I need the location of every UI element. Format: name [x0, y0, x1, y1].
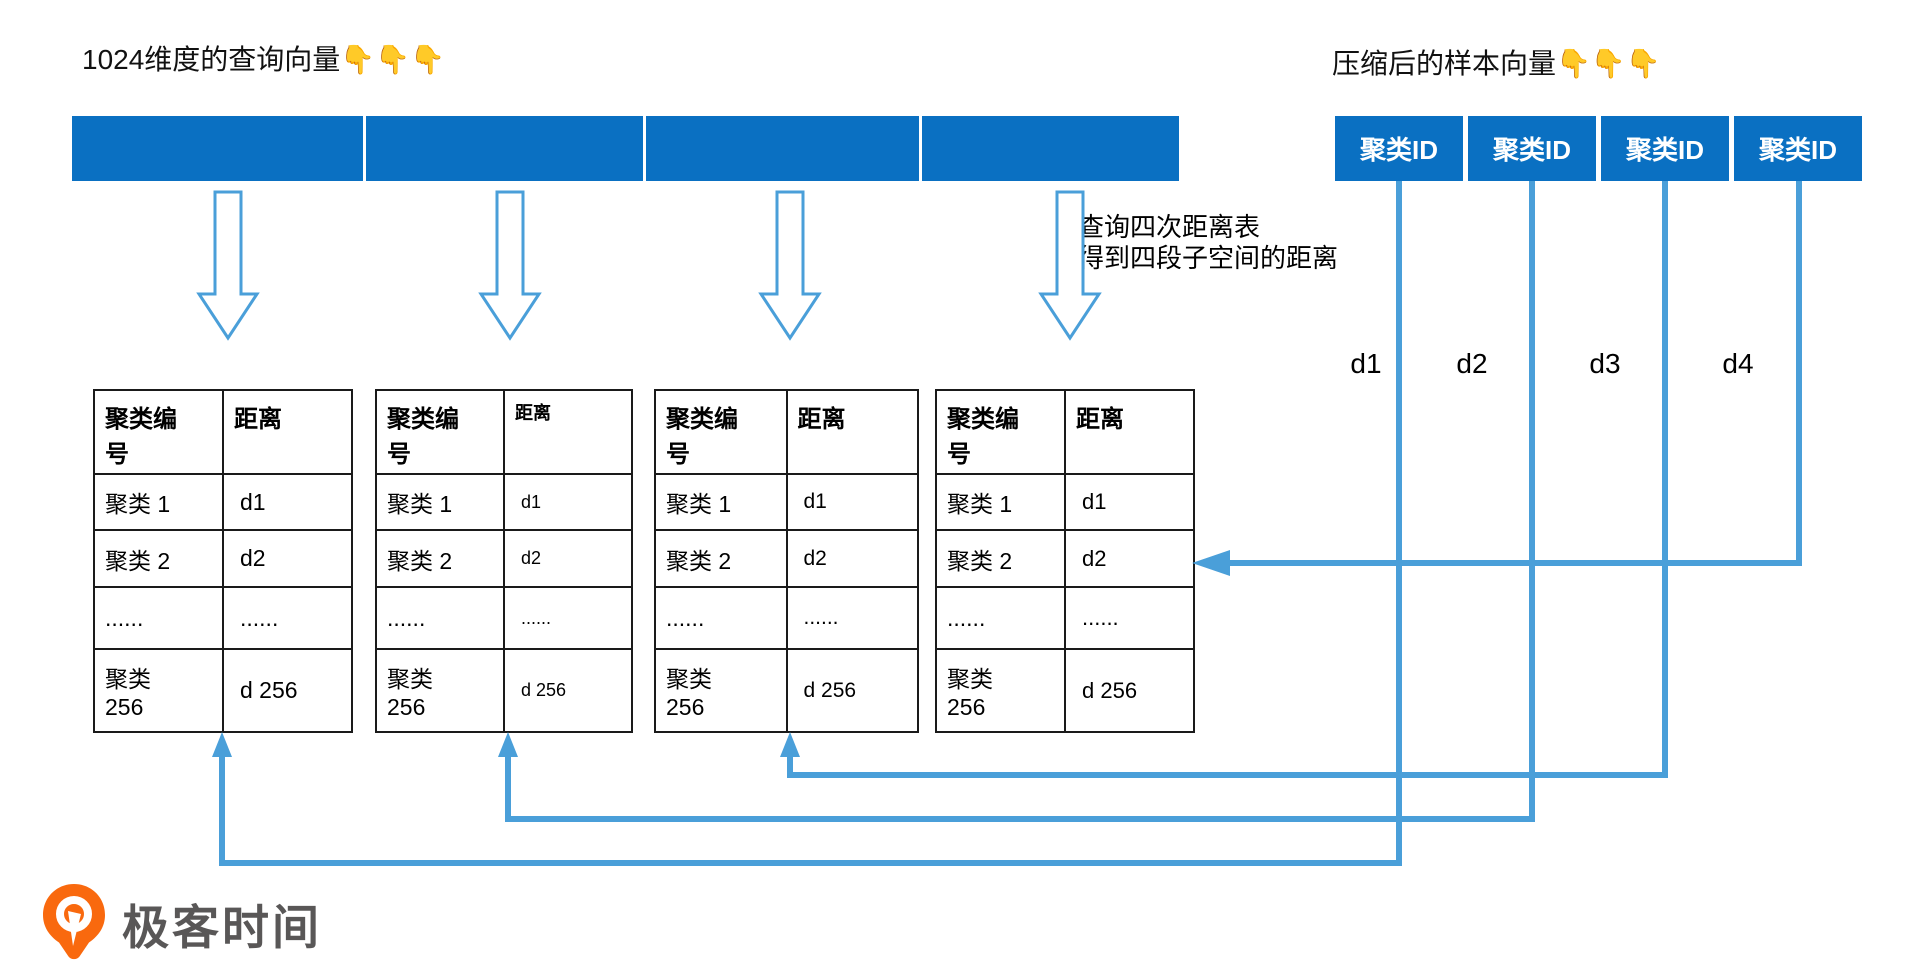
table-cell: 聚类 1: [935, 473, 1066, 531]
table-cell: d1: [785, 473, 919, 531]
table-1-row-3: ............: [93, 586, 353, 650]
table-cell: d1: [503, 473, 633, 531]
distance-label-d1: d1: [1350, 348, 1382, 379]
geektime-logo-icon: [43, 884, 105, 960]
query-vector-title: 1024维度的查询向量👇👇👇: [82, 44, 445, 75]
table-cell: ......: [1064, 586, 1195, 650]
table-cell: ......: [375, 586, 505, 650]
geektime-logo: 极客时间: [40, 882, 322, 964]
table-1-header-distance: 距离: [222, 389, 353, 475]
table-cell: d 256: [1064, 648, 1195, 733]
table-2-header-distance: 距离: [503, 389, 633, 475]
down-block-arrow-2: [478, 190, 542, 341]
lookup-annotation-line2: 得到四段子空间的距离: [1078, 243, 1339, 273]
table-cell: ......: [222, 586, 353, 650]
table-cell: d1: [1064, 473, 1195, 531]
table-cell: 聚类 1: [654, 473, 788, 531]
lookup-annotation-line1: 查询四次距离表: [1078, 212, 1261, 242]
table-cell: 聚类 2: [935, 529, 1066, 588]
table-cell: 聚类 256: [93, 648, 224, 733]
table-cell: d2: [222, 529, 353, 588]
table-cell: ......: [785, 586, 919, 650]
connector-arrowhead-table-1: [212, 732, 232, 757]
distance-label-d4: d4: [1722, 348, 1754, 379]
table-cell: d 256: [785, 648, 919, 733]
table-cell: d2: [503, 529, 633, 588]
table-2-row-3: ............: [375, 586, 633, 650]
query-vector-segment-4: [922, 116, 1179, 181]
query-vector-segment-2: [366, 116, 643, 181]
table-cell: ......: [93, 586, 224, 650]
down-block-arrow-1: [196, 190, 260, 341]
table-3-header-distance: 距离: [785, 389, 919, 475]
table-cell: d1: [222, 473, 353, 531]
distance-label-d3: d3: [1589, 348, 1621, 379]
table-cell: d 256: [222, 648, 353, 733]
table-cell: 聚类 2: [93, 529, 224, 588]
table-3-row-3: ............: [654, 586, 919, 650]
table-cell: 聚类 256: [654, 648, 788, 733]
down-block-arrow-3: [758, 190, 822, 341]
table-cell: ......: [503, 586, 633, 650]
table-cell: 聚类 256: [375, 648, 505, 733]
query-vector-segment-1: [72, 116, 363, 181]
table-4-row-3: ............: [935, 586, 1195, 650]
connector-arrowhead-table-2: [498, 732, 518, 757]
lookup-annotation: 查询四次距离表 得到四段子空间的距离: [1078, 212, 1338, 274]
query-vector-segment-3: [646, 116, 919, 181]
table-cell: 聚类 256: [935, 648, 1066, 733]
query-vector-bar: [72, 116, 1179, 181]
table-cell: ......: [654, 586, 788, 650]
table-4-header-distance: 距离: [1064, 389, 1195, 475]
geektime-logo-text: 极客时间: [122, 900, 322, 954]
table-cell: 聚类 2: [654, 529, 788, 588]
table-cell: 聚类 2: [375, 529, 505, 588]
table-1-header-cluster-no: 聚类编号: [93, 389, 224, 475]
table-cell: d 256: [503, 648, 633, 733]
table-cell: ......: [935, 586, 1066, 650]
table-3-header-cluster-no: 聚类编号: [654, 389, 788, 475]
table-cell: d2: [1064, 529, 1195, 588]
table-2-header-cluster-no: 聚类编号: [375, 389, 505, 475]
distance-label-d2: d2: [1456, 348, 1488, 379]
table-cell: 聚类 1: [93, 473, 224, 531]
cluster-id-cell-3: 聚类ID: [1601, 116, 1729, 181]
table-cell: 聚类 1: [375, 473, 505, 531]
table-4-header-cluster-no: 聚类编号: [935, 389, 1066, 475]
connector-arrowhead-table-3: [780, 732, 800, 757]
table-cell: d2: [785, 529, 919, 588]
cluster-id-cell-4: 聚类ID: [1734, 116, 1862, 181]
cluster-id-cell-2: 聚类ID: [1468, 116, 1596, 181]
sample-vector-title: 压缩后的样本向量👇👇👇: [1332, 48, 1661, 79]
cluster-id-cell-1: 聚类ID: [1335, 116, 1463, 181]
connector-arrowhead-table-4: [1192, 550, 1230, 576]
